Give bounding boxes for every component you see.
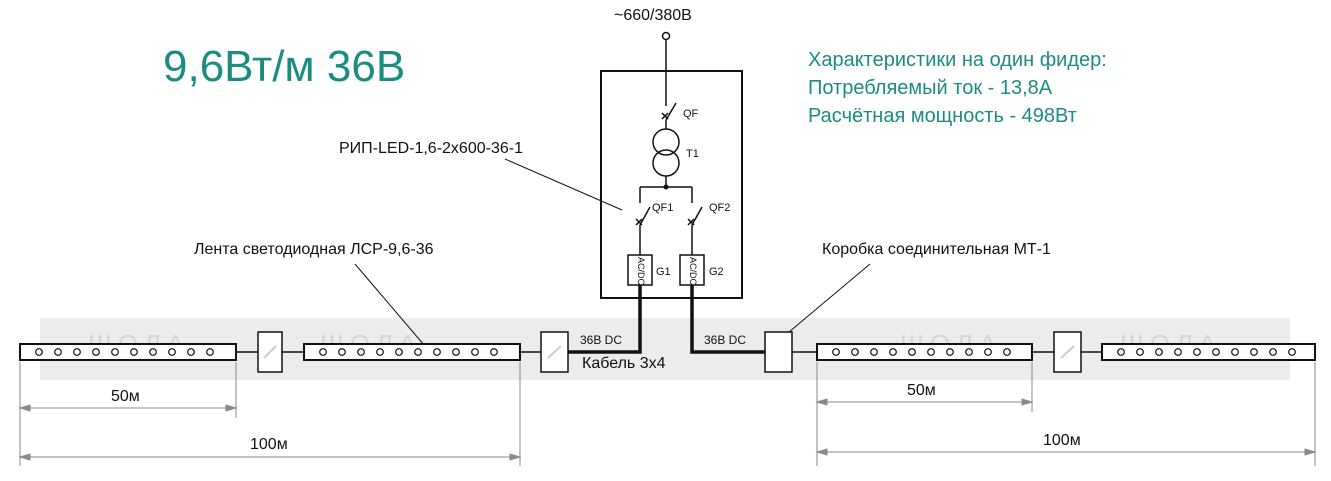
acdc2-label: AC/DC — [688, 257, 698, 286]
dim-right-long-arrow-b — [1304, 448, 1317, 456]
dim-right-short-arrow-b — [1021, 398, 1034, 406]
feeder-specs: Характеристики на один фидер: Потребляем… — [808, 46, 1107, 130]
qf-cross-2 — [661, 112, 669, 120]
transformer-winding-2 — [652, 149, 680, 177]
led-strip-1 — [19, 343, 237, 361]
dc-voltage-right: 36В DC — [704, 333, 747, 347]
dim-left-long-arrow-a — [18, 453, 31, 461]
junction-box-3 — [764, 331, 793, 373]
junction-box-label: Коробка соединительная МТ-1 — [822, 241, 1051, 258]
dim-left-short-arrow-b — [225, 404, 238, 412]
g2-label: G2 — [709, 266, 724, 278]
dim-right-short-arrow-a — [815, 398, 828, 406]
t1-label: T1 — [686, 148, 699, 160]
transformer-winding-1 — [652, 128, 680, 156]
qf2-switch-blade — [691, 206, 703, 226]
dc-cable-right — [690, 285, 765, 354]
qf1-cross-2 — [635, 218, 643, 226]
dc-voltage-left: 36В DC — [580, 333, 623, 347]
g2-converter-box — [679, 254, 705, 286]
dc-cable-left — [568, 285, 642, 354]
page-title: 9,6Вт/м 36В — [163, 42, 406, 91]
dim-left-short-label: 50м — [111, 388, 140, 405]
junction-box-4-mark — [1060, 345, 1075, 359]
junction-box-1-mark — [263, 345, 277, 359]
cable-label: Кабель 3х4 — [582, 355, 666, 372]
dim-right-short-label: 50м — [907, 382, 936, 399]
g1-label: G1 — [656, 266, 671, 278]
qf-switch-blade — [665, 102, 677, 121]
qf1-switch-blade — [639, 206, 651, 226]
qf2-cross-2 — [687, 218, 695, 226]
specs-heading: Характеристики на один фидер: — [808, 49, 1107, 71]
supply-voltage-label: ~660/380В — [614, 7, 692, 24]
junction-box-2-mark — [547, 345, 562, 359]
acdc1-label: AC/DC — [636, 257, 646, 286]
led-strip-2 — [303, 343, 521, 361]
qf-label: QF — [683, 108, 699, 120]
qf1-label: QF1 — [652, 202, 674, 214]
junction-box-2 — [540, 331, 569, 373]
dim-right-long-label: 100м — [1043, 432, 1081, 449]
psu-enclosure — [600, 70, 743, 299]
supply-terminal — [661, 31, 671, 41]
led-strip-3 — [816, 343, 1033, 361]
junction-box-1 — [257, 331, 283, 373]
led-strip-4 — [1101, 343, 1316, 361]
led-strip-label: Лента светодиодная ЛСР-9,6-36 — [194, 241, 434, 258]
dim-left-short-arrow-a — [18, 404, 31, 412]
specs-current: Потребляемый ток - 13,8А — [808, 77, 1053, 99]
dim-left-long-arrow-b — [509, 453, 522, 461]
leader-led-strip — [354, 263, 431, 353]
qf2-label: QF2 — [709, 202, 731, 214]
leader-psu — [504, 158, 623, 211]
dim-right-long-arrow-a — [815, 448, 828, 456]
psu-model-label: РИП-LED-1,6-2х600-36-1 — [339, 140, 523, 157]
g1-converter-box — [627, 254, 653, 286]
dim-left-long-label: 100м — [250, 436, 288, 453]
specs-power: Расчётная мощность - 498Вт — [808, 105, 1077, 127]
